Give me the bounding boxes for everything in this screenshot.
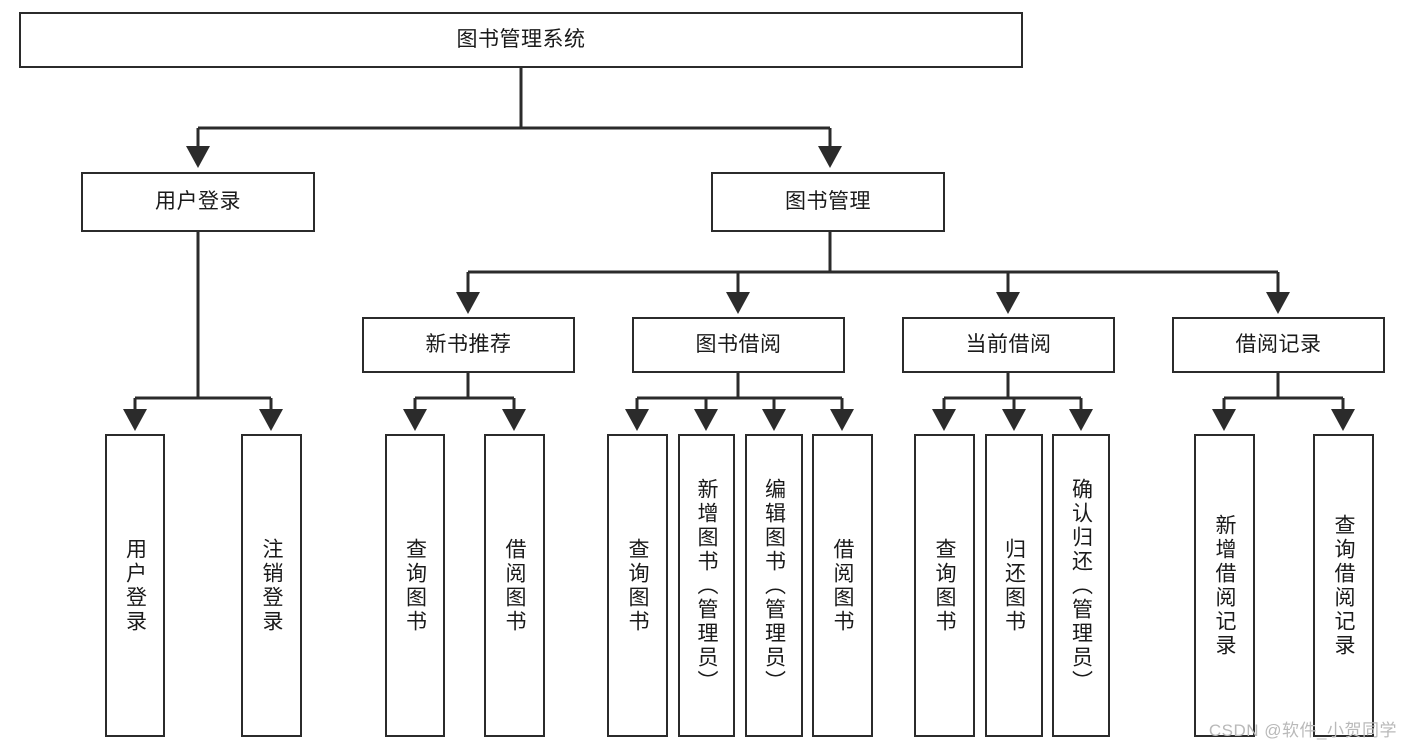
node-label: 查询图书 [403,537,427,634]
node-leaf-query-book-recommend[interactable]: 查询图书 [385,434,445,737]
node-label: 借阅图书 [503,537,526,634]
node-borrow-record[interactable]: 借阅记录 [1172,317,1385,373]
node-leaf-query-book-borrow[interactable]: 查询图书 [607,434,668,737]
node-label: 新增借阅记录 [1213,513,1236,658]
node-label: 新增图书（管理员） [695,477,718,694]
node-new-book-recommend[interactable]: 新书推荐 [362,317,575,373]
node-current-borrow[interactable]: 当前借阅 [902,317,1115,373]
node-label: 编辑图书（管理员） [762,477,786,694]
node-label: 确认归还（管理员） [1069,477,1093,694]
node-leaf-user-login[interactable]: 用户登录 [105,434,165,737]
node-label: 借阅记录 [1235,332,1322,356]
node-leaf-confirm-return[interactable]: 确认归还（管理员） [1052,434,1110,737]
node-user-login[interactable]: 用户登录 [81,172,315,232]
node-leaf-add-borrow-record[interactable]: 新增借阅记录 [1194,434,1255,737]
node-leaf-return-book[interactable]: 归还图书 [985,434,1043,737]
node-label: 注销登录 [260,537,283,634]
node-leaf-query-borrow-record[interactable]: 查询借阅记录 [1313,434,1374,737]
node-book-manage[interactable]: 图书管理 [711,172,945,232]
node-leaf-query-book-current[interactable]: 查询图书 [914,434,975,737]
node-label: 归还图书 [1002,537,1026,634]
node-label: 借阅图书 [831,537,854,634]
node-leaf-logout[interactable]: 注销登录 [241,434,302,737]
node-leaf-borrow-book[interactable]: 借阅图书 [812,434,873,737]
node-label: 图书借阅 [695,332,782,356]
node-label: 新书推荐 [425,332,512,356]
node-label: 用户登录 [123,537,147,634]
node-label: 查询借阅记录 [1332,513,1355,658]
csdn-watermark: CSDN @软件_小贺同学 [1208,721,1397,740]
node-root-system[interactable]: 图书管理系统 [19,12,1023,68]
node-label: 图书管理系统 [456,27,586,51]
node-leaf-borrow-book-recommend[interactable]: 借阅图书 [484,434,545,737]
node-label: 用户登录 [155,189,241,213]
node-label: 查询图书 [626,537,649,634]
node-book-borrow[interactable]: 图书借阅 [632,317,845,373]
node-leaf-edit-book[interactable]: 编辑图书（管理员） [745,434,803,737]
node-label: 图书管理 [785,189,871,213]
node-label: 当前借阅 [965,332,1052,356]
node-leaf-add-book[interactable]: 新增图书（管理员） [678,434,735,737]
node-label: 查询图书 [933,537,956,634]
